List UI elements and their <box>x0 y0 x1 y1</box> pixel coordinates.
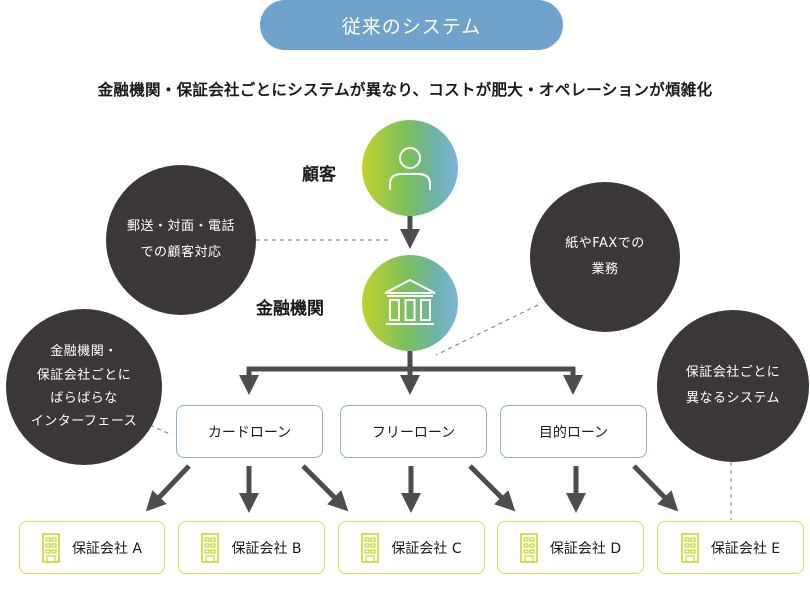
note-line: 金融機関・ <box>50 344 118 360</box>
note-line: 保証会社ごとに <box>685 365 781 380</box>
loan-label: フリーローン <box>371 424 456 441</box>
loan-purpose: 目的ローン <box>500 405 647 458</box>
bank-node <box>362 255 458 351</box>
title-text: 従来のシステム <box>341 15 482 38</box>
note-different-systems: 保証会社ごとに 異なるシステム <box>657 310 809 462</box>
company-label: 保証会社 E <box>710 540 781 557</box>
note-line: 業務 <box>591 262 619 277</box>
note-line: 郵送・対面・電話 <box>126 219 235 234</box>
loan-label: カードローン <box>207 424 292 441</box>
note-line: 異なるシステム <box>685 391 781 406</box>
company-label: 保証会社 C <box>391 540 462 557</box>
company-label: 保証会社 A <box>71 540 143 557</box>
office-building-icon <box>201 532 220 563</box>
office-building-icon <box>520 532 538 563</box>
bank-label: 金融機関 <box>256 299 324 319</box>
callout-line-interface <box>149 424 173 436</box>
arrow-purpose-to-e <box>632 464 679 512</box>
note-interface: 金融機関・ 保証会社ごとに ばらばらな インターフェース <box>6 309 162 465</box>
office-building-icon <box>361 532 380 563</box>
company-c: 保証会社 C <box>338 521 485 574</box>
note-line: 保証会社ごとに <box>36 367 132 383</box>
note-line: インターフェース <box>30 414 138 430</box>
company-b: 保証会社 B <box>178 521 325 574</box>
customer-node <box>362 120 458 216</box>
company-d: 保証会社 D <box>497 521 644 574</box>
title-badge: 従来のシステム <box>260 0 563 50</box>
office-building-icon <box>681 532 699 563</box>
arrow-card-to-a <box>145 464 191 512</box>
note-paper-fax: 紙やFAXでの 業務 <box>530 182 680 332</box>
company-e: 保証会社 E <box>657 521 804 574</box>
person-icon <box>389 147 431 190</box>
note-line: 紙やFAXでの <box>565 236 645 251</box>
note-line: での顧客対応 <box>140 245 222 260</box>
arrow-free-to-d <box>468 464 516 512</box>
subtitle: 金融機関・保証会社ごとにシステムが異なり、コストが肥大・オペレーションが煩雑化 <box>97 81 713 99</box>
callout-line-paper-fax <box>435 304 539 356</box>
company-a: 保証会社 A <box>19 521 165 574</box>
note-customer-contact: 郵送・対面・電話 での顧客対応 <box>106 165 256 315</box>
note-line: ばらばらな <box>50 391 118 406</box>
bank-building-icon <box>384 278 436 325</box>
arrow-card-to-c <box>301 464 349 512</box>
loan-card: カードローン <box>176 405 323 458</box>
office-building-icon <box>42 532 60 563</box>
customer-label: 顧客 <box>302 165 336 185</box>
company-label: 保証会社 B <box>231 540 302 557</box>
company-label: 保証会社 D <box>549 540 622 557</box>
loan-label: 目的ローン <box>538 424 609 441</box>
loan-free: フリーローン <box>340 405 487 458</box>
